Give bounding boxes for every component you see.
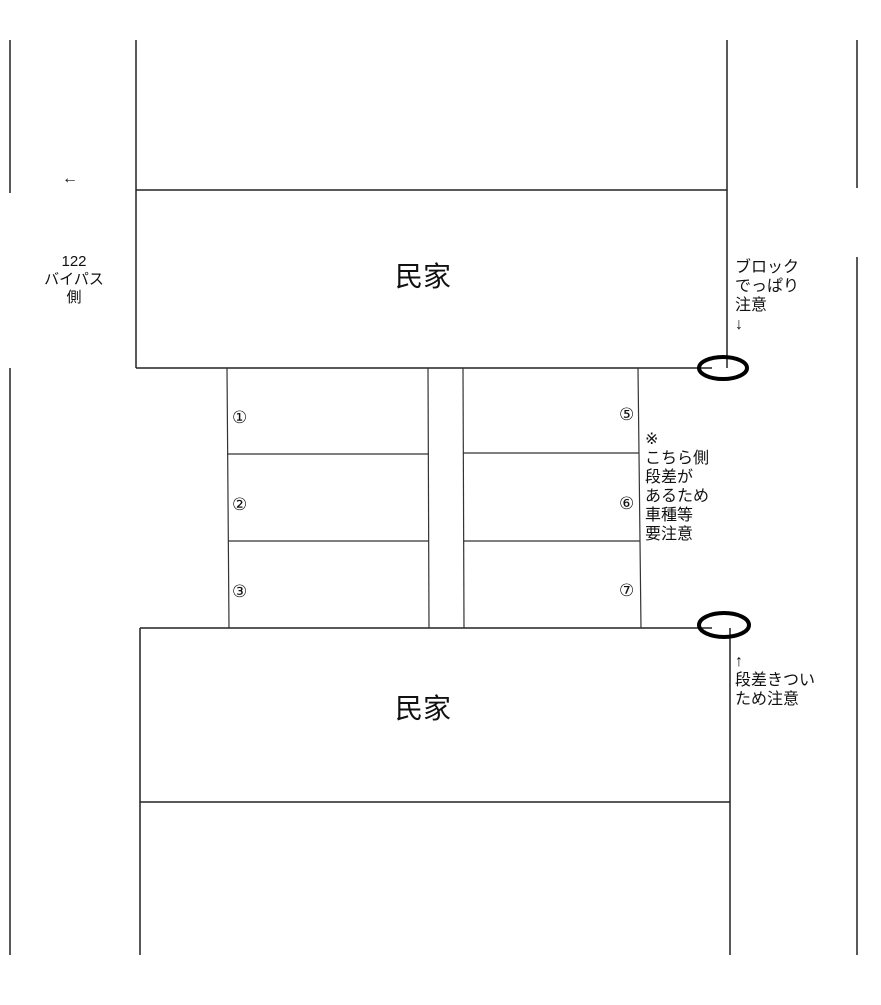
step-warning-note: ※ こちら側 段差が あるため 車種等 要注意: [645, 431, 710, 543]
spot-number-7: ⑦: [619, 581, 635, 600]
block-protrusion-note: ブロック でっぱり 注意 ↓: [735, 259, 800, 333]
spot-number-6: ⑥: [619, 494, 635, 513]
caution-oval-top: [697, 355, 749, 381]
bottom-house-label: 民家: [395, 693, 452, 724]
spot-number-2: ②: [232, 495, 248, 514]
top-house-label: 民家: [395, 261, 452, 292]
lot-left-edge: [226, 367, 230, 629]
spot-number-5: ⑤: [619, 405, 635, 424]
bypass-side-label: 122 バイパス 側: [44, 253, 104, 306]
lot-right-edge: [637, 367, 642, 629]
steep-step-note: ↑ 段差きつい ため注意: [735, 653, 816, 708]
lot-center-left-edge: [427, 367, 430, 629]
caution-oval-bottom: [697, 611, 751, 639]
spot-number-3: ③: [232, 582, 248, 601]
lot-center-right-edge: [462, 367, 465, 629]
spot-number-1: ①: [232, 408, 248, 427]
left-arrow-icon: ←: [62, 170, 78, 187]
